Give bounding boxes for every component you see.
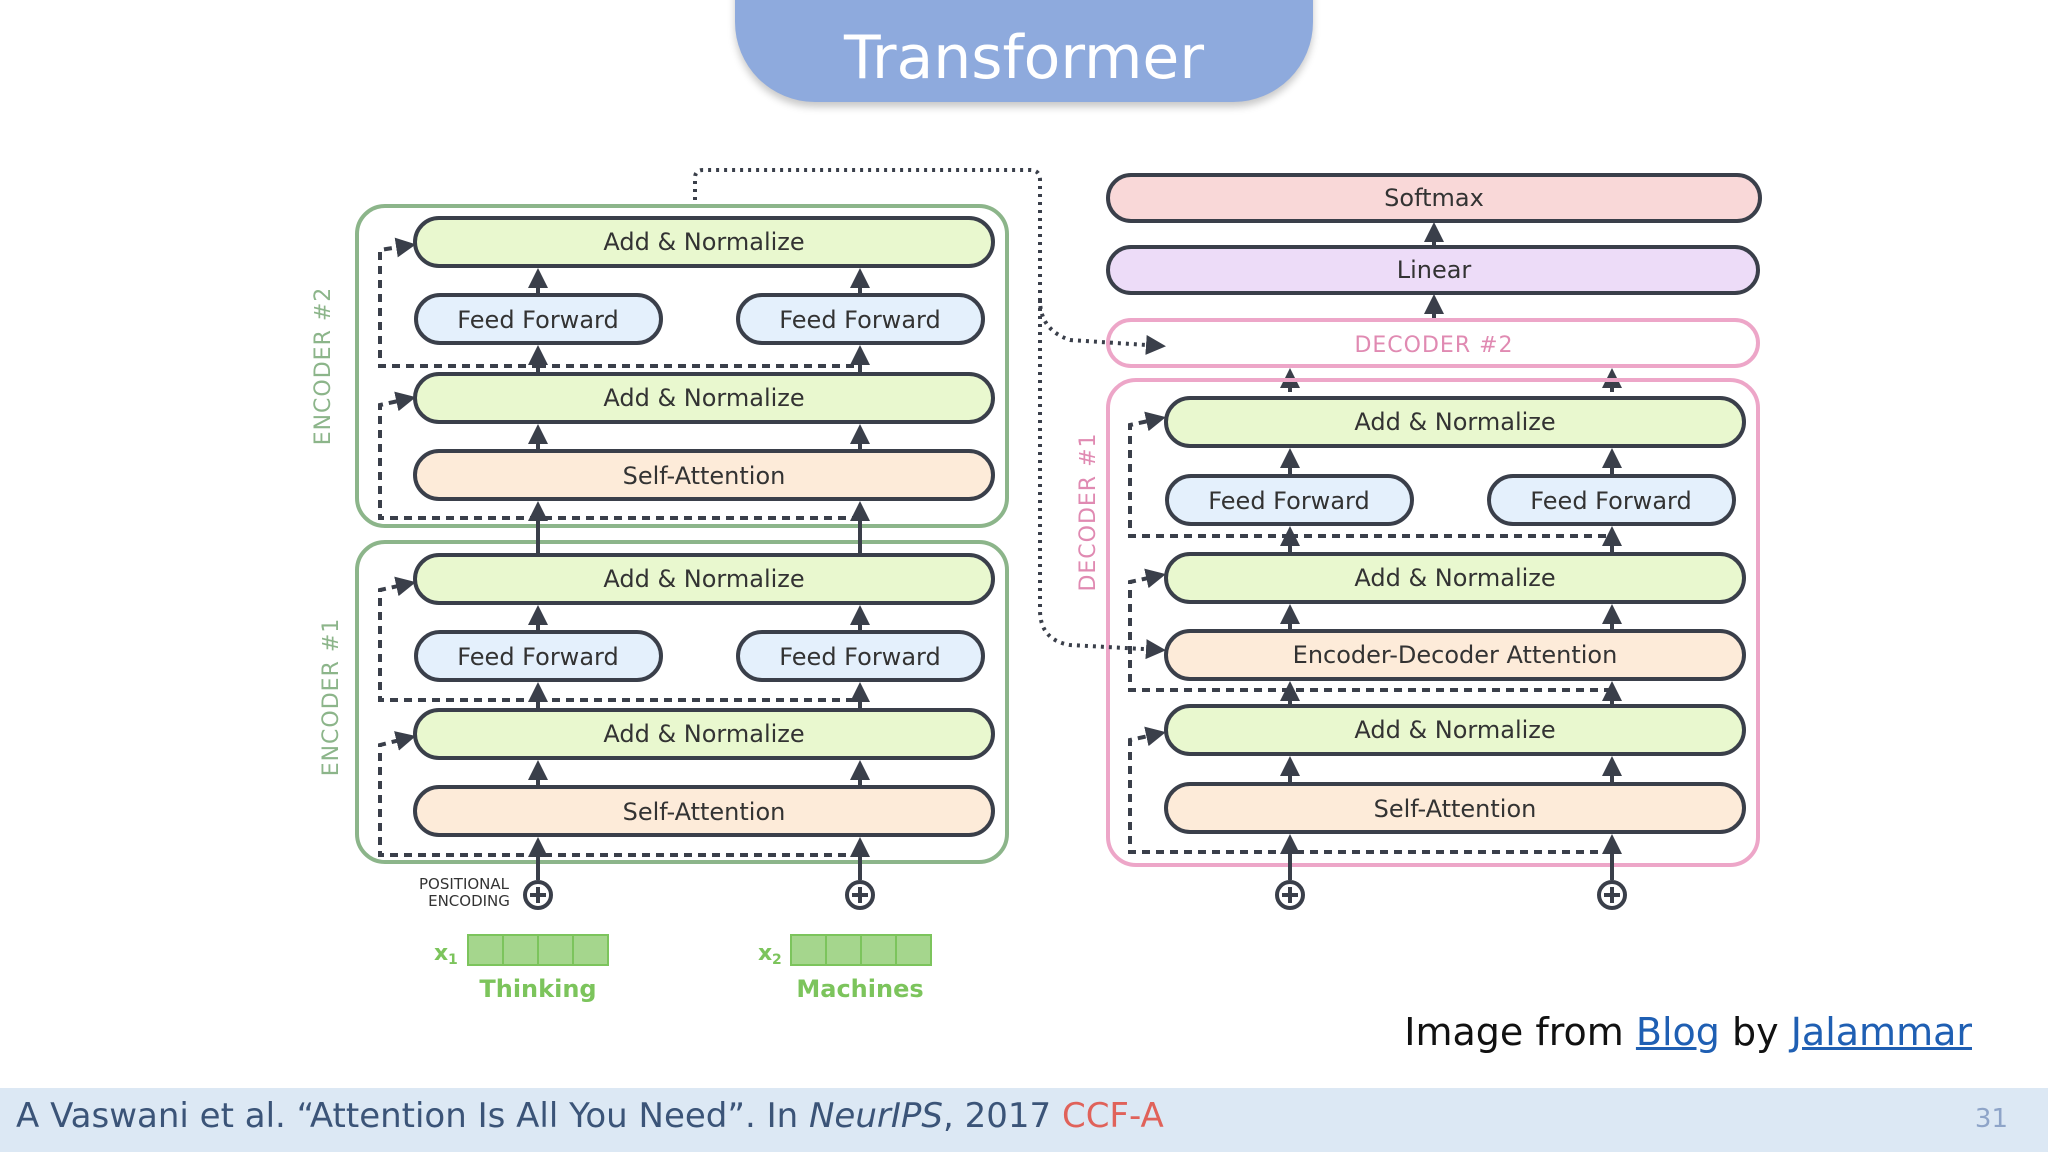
- encoder-to-decoder-1-link: [1038, 300, 1166, 660]
- softmax-layer: Softmax: [1106, 173, 1762, 223]
- svg-text:1: 1: [448, 952, 458, 968]
- title-banner: [735, 0, 1313, 102]
- svg-text:Feed Forward: Feed Forward: [779, 643, 940, 671]
- positional-encoding-label-1: POSITIONAL: [419, 875, 510, 893]
- svg-text:Softmax: Softmax: [1384, 184, 1484, 212]
- svg-text:Encoder-Decoder Attention: Encoder-Decoder Attention: [1293, 641, 1618, 669]
- citation-text: A Vaswani et al. “Attention Is All You N…: [16, 1096, 799, 1136]
- encoder-2-self-attention: Self-Attention: [413, 449, 995, 501]
- credit-prefix: Image from: [1404, 1010, 1624, 1054]
- decoder-1-feed-forward-1: Feed Forward: [1165, 474, 1414, 526]
- positional-encoding-label-2: ENCODING: [428, 892, 510, 910]
- positional-encoding-add-icon-1: [523, 880, 553, 910]
- encoder-2-feed-forward-2: Feed Forward: [736, 293, 985, 345]
- svg-text:Add & Normalize: Add & Normalize: [603, 565, 804, 593]
- svg-text:Self-Attention: Self-Attention: [623, 462, 786, 490]
- encoder-2-add-normalize-top: Add & Normalize: [413, 216, 995, 268]
- decoder-stack: Softmax Linear DECODER #2 DECODER #1 Add…: [1076, 173, 1762, 910]
- svg-text:Add & Normalize: Add & Normalize: [1354, 716, 1555, 744]
- author-link[interactable]: Jalammar: [1790, 1010, 1972, 1054]
- image-credit: Image from Blog by Jalammar: [1404, 1010, 1972, 1054]
- citation: A Vaswani et al. “Attention Is All You N…: [16, 1096, 1164, 1136]
- encoder-inputs: POSITIONAL ENCODING x 1 Thinking x 2 Mac…: [419, 837, 932, 1003]
- decoder-2-block: DECODER #2: [1106, 318, 1760, 368]
- svg-text:Self-Attention: Self-Attention: [623, 798, 786, 826]
- encoder-1-label: ENCODER #1: [319, 618, 344, 777]
- decoder-1-label: DECODER #1: [1076, 432, 1101, 591]
- decoder-2-label: DECODER #2: [1354, 333, 1513, 358]
- decoder-1-enc-dec-attention: Encoder-Decoder Attention: [1164, 629, 1746, 681]
- input-vector-x2: x 2: [758, 934, 932, 968]
- svg-text:Linear: Linear: [1397, 256, 1472, 284]
- svg-text:Feed Forward: Feed Forward: [457, 643, 618, 671]
- decoder-1-self-attention: Self-Attention: [1164, 782, 1746, 834]
- encoder-2-feed-forward-1: Feed Forward: [414, 293, 663, 345]
- svg-text:Add & Normalize: Add & Normalize: [1354, 408, 1555, 436]
- encoder-1-feed-forward-1: Feed Forward: [414, 630, 663, 682]
- encoder-2-label: ENCODER #2: [311, 287, 336, 446]
- svg-text:2: 2: [772, 952, 782, 968]
- decoder-input-add-icon-1: [1275, 880, 1305, 910]
- svg-text:x: x: [434, 941, 448, 966]
- encoder-2-frame: [355, 204, 1009, 528]
- svg-text:Feed Forward: Feed Forward: [1208, 487, 1369, 515]
- encoder-2-add-normalize-mid: Add & Normalize: [413, 372, 995, 424]
- linear-layer: Linear: [1106, 245, 1760, 295]
- encoder-1-add-normalize-top: Add & Normalize: [413, 553, 995, 605]
- credit-by: by: [1732, 1010, 1779, 1054]
- blog-link[interactable]: Blog: [1635, 1010, 1720, 1054]
- venue-rank-badge: CCF-A: [1061, 1096, 1164, 1136]
- decoder-1-frame: [1106, 378, 1760, 867]
- decoder-1-add-normalize-mid: Add & Normalize: [1164, 552, 1746, 604]
- svg-text:Add & Normalize: Add & Normalize: [1354, 564, 1555, 592]
- decoder-input-add-icon-2: [1597, 880, 1627, 910]
- svg-text:Feed Forward: Feed Forward: [1530, 487, 1691, 515]
- page-number: 31: [1974, 1104, 2008, 1134]
- encoder-2: ENCODER #2 Add & Normalize Feed Forward …: [311, 204, 1009, 528]
- svg-text:Add & Normalize: Add & Normalize: [603, 720, 804, 748]
- positional-encoding-add-icon-2: [845, 880, 875, 910]
- input-word-machines: Machines: [796, 975, 923, 1003]
- decoder-1-feed-forward-2: Feed Forward: [1487, 474, 1736, 526]
- encoder-to-decoder-2-link: [693, 168, 1166, 355]
- encoder-1-frame: [355, 540, 1009, 864]
- citation-year: , 2017: [942, 1096, 1052, 1136]
- svg-text:Feed Forward: Feed Forward: [457, 306, 618, 334]
- decoder-1-add-normalize-top: Add & Normalize: [1164, 396, 1746, 448]
- svg-text:Add & Normalize: Add & Normalize: [603, 228, 804, 256]
- slide-title: Transformer: [843, 23, 1205, 93]
- citation-venue: NeurIPS: [808, 1096, 943, 1136]
- svg-text:Self-Attention: Self-Attention: [1374, 795, 1537, 823]
- encoder-1-feed-forward-2: Feed Forward: [736, 630, 985, 682]
- encoder-1: ENCODER #1 Add & Normalize Feed Forward …: [319, 540, 1009, 864]
- input-word-thinking: Thinking: [479, 975, 596, 1003]
- svg-text:Feed Forward: Feed Forward: [779, 306, 940, 334]
- input-vector-x1: x 1: [434, 934, 609, 968]
- encoder-1-add-normalize-mid: Add & Normalize: [413, 708, 995, 760]
- footer-bar: [0, 1088, 2048, 1152]
- svg-text:x: x: [758, 941, 772, 966]
- decoder-1-add-normalize-low: Add & Normalize: [1164, 704, 1746, 756]
- encoder-1-self-attention: Self-Attention: [413, 785, 995, 837]
- svg-text:Add & Normalize: Add & Normalize: [603, 384, 804, 412]
